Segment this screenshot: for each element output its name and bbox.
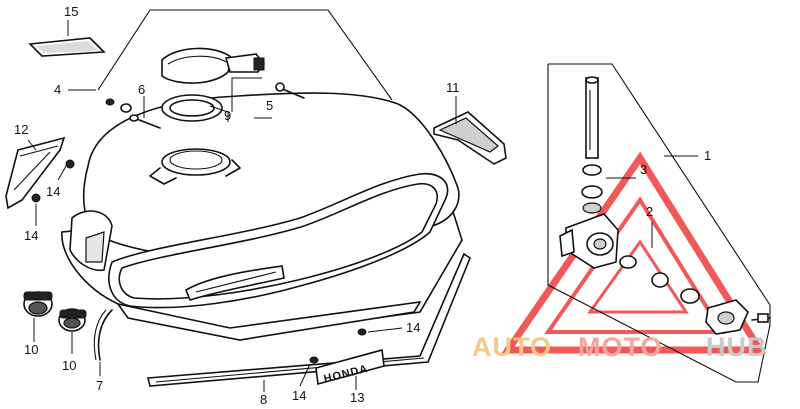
leader-lines: [27, 20, 698, 392]
cap-gasket: [161, 94, 223, 122]
rubber-cushion-1: [23, 291, 53, 317]
tank-assembly-outline: [97, 9, 393, 101]
watermark-hub: HUB: [706, 332, 768, 362]
label-3: 3: [640, 162, 647, 177]
fuel-filter-pipe: [585, 76, 599, 159]
label-6: 6: [138, 82, 145, 97]
label-8: 8: [260, 392, 267, 407]
screw-14d: [309, 356, 319, 364]
valve-o-ring: [581, 164, 603, 214]
label-15: 15: [64, 4, 78, 19]
label-10a: 10: [24, 342, 38, 357]
watermark-moto: MOTO: [578, 332, 663, 362]
part-numbers: 15 4 6 9 5 12 14 14 11 10 10 7 8 14 13 1…: [14, 4, 711, 407]
watermark-logo: AUTO MOTO HUB: [472, 332, 768, 362]
cap-bolt: [279, 87, 305, 99]
label-11: 11: [446, 80, 460, 95]
label-2: 2: [646, 204, 653, 219]
tank-emblem: HONDA: [315, 348, 385, 385]
rubber-cushion-2: [58, 308, 87, 332]
watermark-auto: AUTO: [472, 332, 552, 362]
label-14c: 14: [406, 320, 420, 335]
screw-14a: [65, 159, 75, 169]
label-10b: 10: [62, 358, 76, 373]
label-4: 4: [54, 82, 61, 97]
filler-cap: [161, 47, 266, 84]
trim-strip: [146, 252, 471, 387]
label-13: 13: [350, 390, 364, 405]
label-14a: 14: [46, 184, 60, 199]
label-7: 7: [96, 378, 103, 393]
valve-lever-parts: [619, 255, 771, 335]
label-9: 9: [224, 108, 231, 123]
rear-mount-rubber: [433, 111, 507, 165]
label-1: 1: [704, 148, 711, 163]
fuel-valve-body: [559, 213, 619, 269]
valve-assembly-outline: [547, 63, 771, 383]
label-12: 12: [14, 122, 28, 137]
label-5: 5: [266, 98, 273, 113]
screw-14b: [31, 193, 41, 203]
drain-tube: [97, 309, 113, 361]
fuel-tank: [61, 92, 463, 341]
screw-14c: [357, 328, 367, 336]
label-14d: 14: [292, 388, 306, 403]
label-14b: 14: [24, 228, 38, 243]
mount-bolt: [105, 98, 161, 129]
